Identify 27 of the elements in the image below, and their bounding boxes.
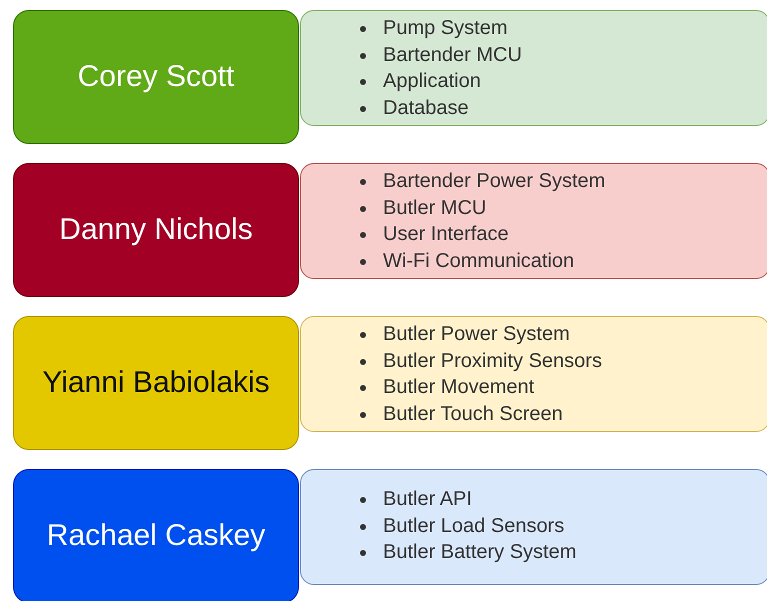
list-item: Butler Movement — [383, 376, 534, 398]
task-list-box — [300, 10, 767, 126]
list-item: Butler Battery System — [383, 541, 576, 563]
list-item: Wi-Fi Communication — [383, 250, 574, 272]
task-list-box — [300, 316, 767, 432]
list-item: Butler Touch Screen — [383, 402, 563, 424]
list-item: Pump System — [383, 17, 508, 39]
person-name: Danny Nichols — [59, 213, 253, 247]
list-item: Butler Power System — [383, 323, 570, 345]
list-item: Database — [383, 96, 469, 118]
task-list-box — [300, 163, 767, 279]
task-list-box — [300, 469, 767, 585]
list-item: Bartender MCU — [383, 44, 522, 66]
person-name: Corey Scott — [78, 60, 234, 94]
name-box — [13, 316, 299, 450]
list-item: Butler Proximity Sensors — [383, 350, 602, 372]
list-item: Bartender Power System — [383, 170, 606, 192]
list-item: Butler Load Sensors — [383, 514, 564, 536]
list-item: Application — [383, 70, 481, 92]
name-box — [13, 469, 299, 601]
name-box — [13, 10, 299, 144]
list-item: Butler MCU — [383, 196, 486, 218]
list-item: User Interface — [383, 223, 509, 245]
list-item: Butler API — [383, 488, 472, 510]
person-name: Rachael Caskey — [46, 519, 266, 553]
person-name: Yianni Babiolakis — [42, 366, 270, 400]
name-box — [13, 163, 299, 297]
